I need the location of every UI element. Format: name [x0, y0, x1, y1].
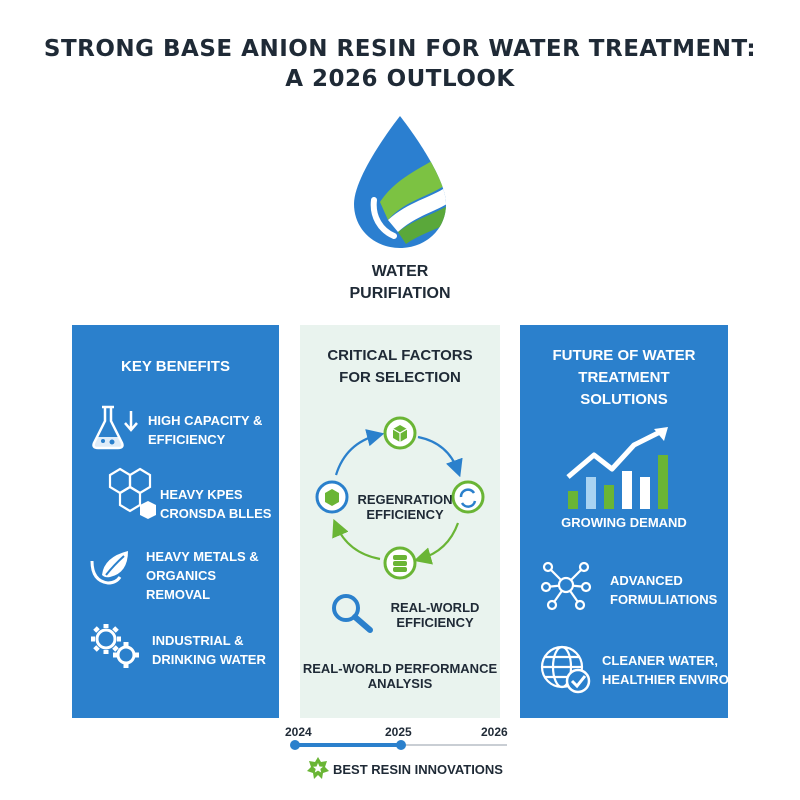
real-world-efficiency-line1: REAL-WORLD — [390, 600, 480, 615]
benefit-item-1: HIGH CAPACITY & EFFICIENCY — [148, 411, 262, 449]
benefit-item-4-line2: DRINKING WATER — [152, 652, 266, 667]
benefit-item-4-line1: INDUSTRIAL & — [152, 633, 244, 648]
future-heading-line3: SOLUTIONS — [580, 391, 668, 408]
benefit-item-4: INDUSTRIAL & DRINKING WATER — [152, 631, 266, 669]
future-item-2-line1: CLEANER WATER, — [602, 653, 719, 668]
growth-chart-icon — [566, 427, 668, 509]
future-heading-line2: TREATMENT — [578, 369, 670, 386]
network-icon — [540, 561, 592, 611]
leaf-hand-icon — [90, 551, 128, 585]
gears-icon — [91, 624, 139, 668]
star-badge-icon — [307, 757, 329, 779]
benefit-item-2-line2: CRONSDA BLLES — [160, 506, 272, 521]
benefit-item-3-line1: HEAVY METALS & — [146, 549, 259, 564]
regeneration-efficiency-line1: REGENRATION — [357, 492, 453, 507]
water-drop-icon — [354, 116, 446, 248]
future-item-1-line1: ADVANCED — [610, 573, 683, 588]
page-title-line1: STRONG BASE ANION RESIN FOR WATER TREATM… — [43, 36, 757, 62]
real-world-efficiency-label: REAL-WORLD EFFICIENCY — [390, 600, 480, 630]
benefit-item-1-line1: HIGH CAPACITY & — [148, 413, 263, 428]
critical-factors-heading-line2: FOR SELECTION — [339, 369, 461, 386]
benefit-item-3-line2: ORGANICS REMOVAL — [146, 568, 217, 602]
regeneration-efficiency-line2: EFFICIENCY — [366, 507, 444, 522]
benefit-item-1-line2: EFFICIENCY — [148, 432, 226, 447]
critical-factors-heading-line1: CRITICAL FACTORS — [327, 347, 473, 364]
hexagon-molecule-icon — [108, 467, 156, 519]
flask-icon — [92, 405, 138, 450]
timeline-year-2024: 2024 — [285, 725, 312, 739]
globe-check-icon — [540, 645, 591, 694]
critical-factors-panel: CRITICAL FACTORS FOR SELECTION REGENRATI… — [300, 325, 500, 718]
performance-analysis-label: REAL-WORLD PERFORMANCE ANALYSIS — [300, 661, 500, 691]
performance-analysis-line2: ANALYSIS — [367, 676, 433, 691]
timeline-year-2025: 2025 — [385, 725, 412, 739]
page-title-line2: A 2026 OUTLOOK — [285, 66, 515, 92]
timeline-marker-mid — [396, 740, 406, 750]
future-item-2: CLEANER WATER, HEALTHIER ENVIRONMENT — [602, 651, 775, 689]
regeneration-efficiency-label: REGENRATION EFFICIENCY — [330, 492, 480, 522]
real-world-efficiency-line2: EFFICIENCY — [396, 615, 474, 630]
benefit-item-2-line1: HEAVY KPES — [160, 487, 243, 502]
timeline-year-2026: 2026 — [481, 725, 508, 739]
key-benefits-heading: KEY BENEFITS — [121, 358, 230, 375]
hero-label-line1: WATER — [371, 263, 429, 280]
benefit-item-3: HEAVY METALS & ORGANICS REMOVAL — [146, 547, 279, 604]
future-solutions-panel: FUTURE OF WATER TREATMENT SOLUTIONS GROW… — [520, 325, 775, 718]
benefit-item-2: HEAVY KPES CRONSDA BLLES — [160, 485, 271, 523]
hero-label-line2: PURIFIATION — [349, 285, 451, 302]
future-item-2-line2: HEALTHIER ENVIRONMENT — [602, 672, 776, 687]
timeline-progress — [295, 743, 401, 747]
best-resin-innovations-label: BEST RESIN INNOVATIONS — [333, 762, 503, 777]
key-benefits-panel: KEY BENEFITS HIGH CAPACITY & EFFICIENCY … — [72, 325, 279, 718]
future-item-1: ADVANCED FORMULIATIONS — [610, 571, 717, 609]
future-heading-line1: FUTURE OF WATER — [552, 347, 696, 364]
timeline-marker-start — [290, 740, 300, 750]
magnifier-icon — [332, 594, 373, 633]
regeneration-cycle-diagram — [315, 416, 485, 580]
performance-analysis-line1: REAL-WORLD PERFORMANCE — [302, 661, 498, 676]
growing-demand-label: GROWING DEMAND — [561, 515, 687, 530]
timeline: 2024 2025 2026 — [285, 725, 515, 755]
future-item-1-line2: FORMULIATIONS — [610, 592, 718, 607]
